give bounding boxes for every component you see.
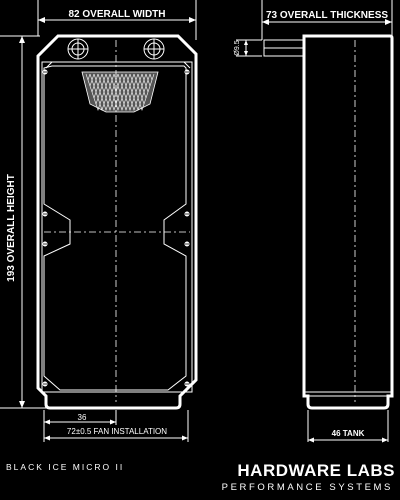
- radiator-side-view: [263, 34, 394, 410]
- inlet-port-left: [67, 38, 89, 60]
- thickness-dimension: [261, 0, 393, 40]
- screw-icon: [42, 211, 48, 217]
- fan-installation-dimension: [43, 410, 189, 442]
- fan-installation-label: 72±0.5 FAN INSTALLATION: [67, 427, 167, 436]
- overall-thickness-label: 73 OVERALL THICKNESS: [266, 10, 388, 21]
- port-diameter-dimension: [236, 39, 262, 57]
- screw-icon: [184, 381, 190, 387]
- fan-spacing-label: 36: [78, 413, 87, 422]
- brand-logo-text: HARDWARE LABS: [237, 461, 395, 480]
- overall-height-label: 193 OVERALL HEIGHT: [6, 174, 17, 282]
- product-model-name: BLACK ICE MICRO II: [6, 462, 124, 472]
- brand-tagline: PERFORMANCE SYSTEMS: [222, 482, 393, 493]
- fin-pattern: [85, 73, 155, 111]
- height-dimension: [0, 35, 46, 409]
- overall-width-label: 82 OVERALL WIDTH: [68, 9, 165, 20]
- screw-icon: [184, 241, 190, 247]
- screw-icon: [42, 241, 48, 247]
- radiator-front-view: [36, 34, 198, 410]
- inlet-port-right: [143, 38, 165, 60]
- screw-icon: [184, 69, 190, 75]
- tank-dimension: [307, 410, 389, 443]
- mounting-screws: [42, 69, 190, 387]
- screw-icon: [184, 211, 190, 217]
- fin-zigzag: [85, 73, 155, 111]
- side-outline: [302, 34, 394, 410]
- screw-icon: [42, 69, 48, 75]
- port-diameter-label: Ø9.5: [234, 40, 241, 55]
- top-corner-chamfers: [45, 61, 191, 69]
- width-dimension: [37, 0, 197, 40]
- screw-icon: [42, 381, 48, 387]
- core-inner-outline: [43, 65, 187, 391]
- core-frame: [41, 61, 193, 393]
- front-outline: [36, 34, 198, 410]
- tank-label: 46 TANK: [332, 429, 365, 438]
